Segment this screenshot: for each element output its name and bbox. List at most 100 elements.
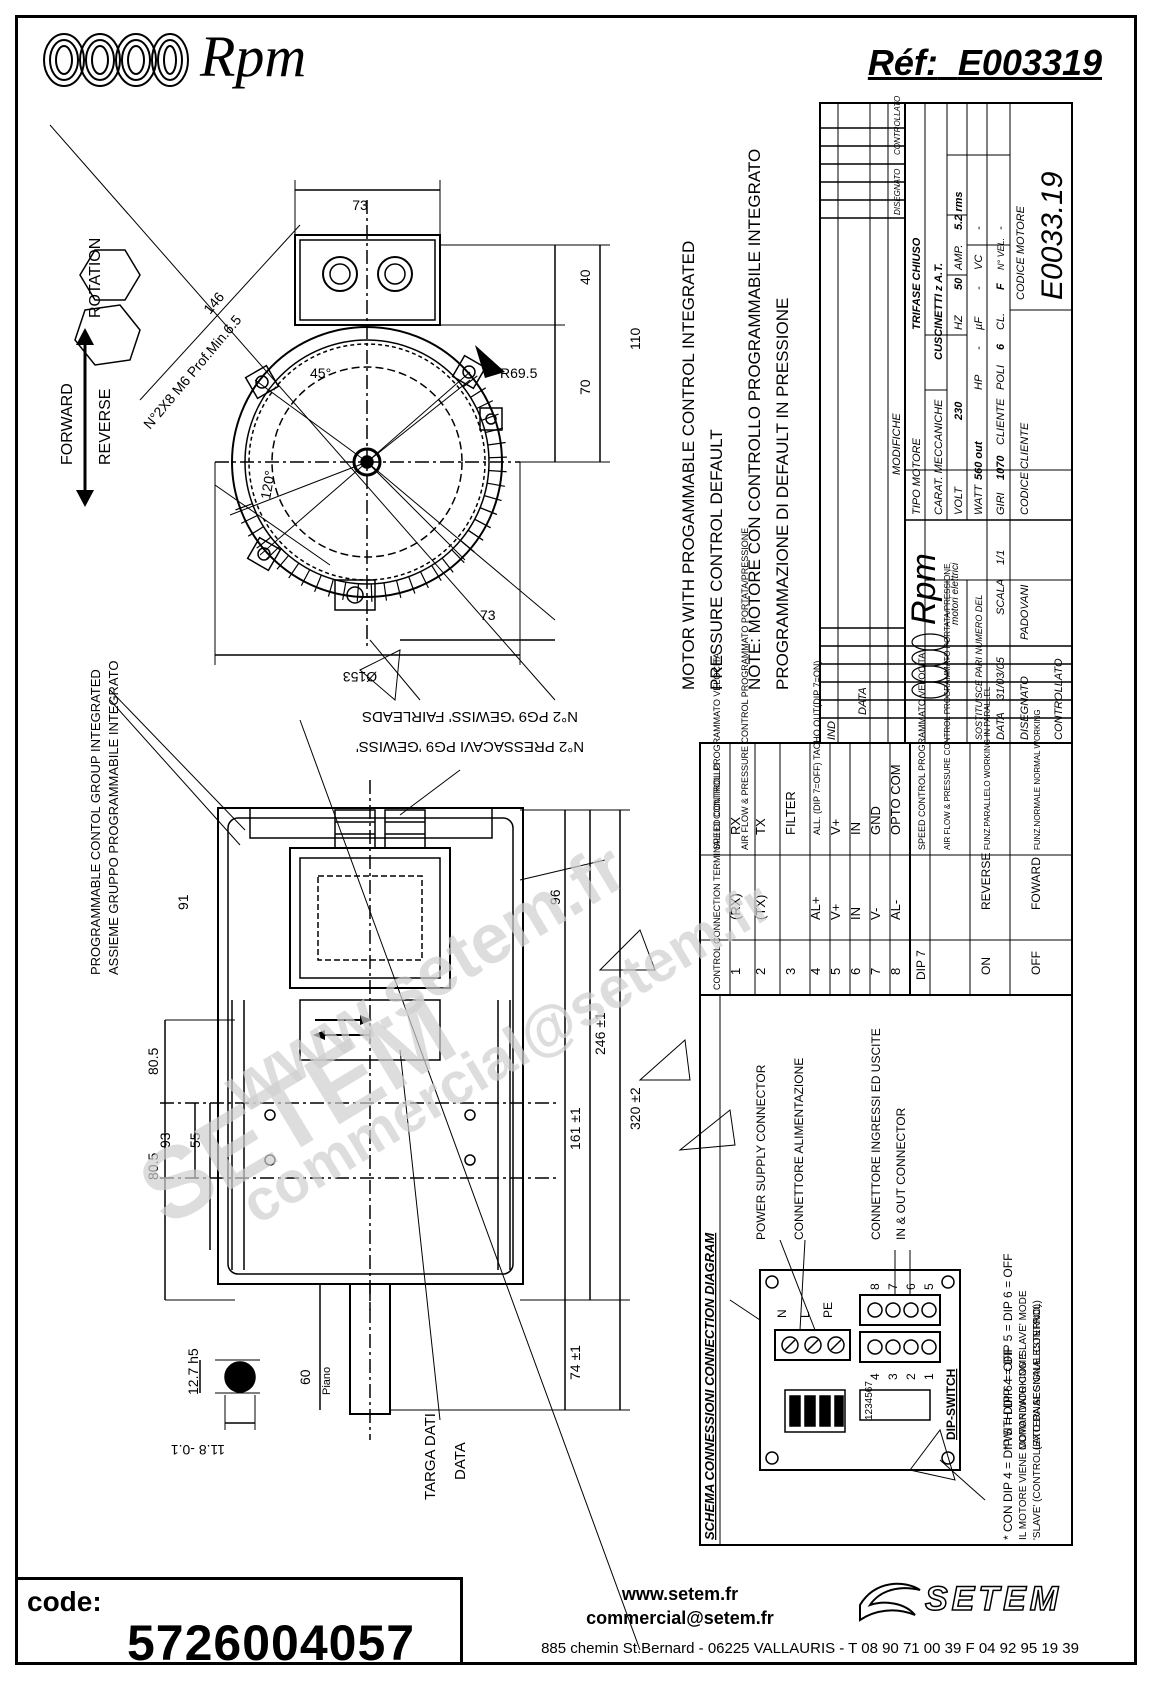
tb-disegnato-header: DISEGNATO [893, 169, 902, 215]
website-link[interactable]: www.setem.fr [621, 1584, 739, 1604]
cooling-fin [474, 518, 491, 529]
cooling-fin [487, 441, 506, 446]
connection-diagram [678, 994, 1073, 1546]
cooling-fin [265, 546, 280, 560]
tb-ind: IND [826, 721, 838, 740]
tb-carat-value: CUSCINETTI z A.T. [933, 263, 945, 360]
address: 885 chemin St.Bernard - 06225 VALLAURIS … [541, 1640, 1079, 1657]
code-label: code: [27, 1586, 102, 1617]
terminal-speed-value: AL+ [808, 897, 823, 921]
reference: Réf: E003319 [868, 42, 1102, 84]
note-it-2: PROGRAMMAZIONE DI DEFAULT IN PRESSIONE [773, 298, 792, 690]
cooling-fin [467, 529, 484, 541]
cooling-fin [370, 583, 373, 602]
control-group-en: PROGRAMMABLE CONTOL GROUP INTEGRATED [88, 669, 103, 975]
cd-l-label: L [798, 1311, 812, 1318]
cooling-fin [408, 576, 416, 594]
tb-tipo-motore-value: TRIFASE CHIUSO [911, 237, 923, 330]
cd-note-con-1: * CON DIP 4 = DIP 5 = DIP 6 = OFF [1001, 1348, 1015, 1540]
dip-on-air: FUNZ.PARALLELO WORKING IN PARALLEL [983, 686, 992, 850]
terminal-number: 8 [888, 968, 903, 975]
terminal-speed-value: AL- [888, 900, 903, 920]
cable-glands-en: N°2 PG9 'GEWISS' FAIRLEADS [362, 708, 578, 725]
tb-vc-value: - [973, 226, 985, 230]
dim-11-8: 11.8 -0.1 [171, 1442, 225, 1458]
cd-io-it: CONNETTORE INGRESSI ED USCITE [869, 1028, 883, 1240]
dim-246: 246 ±1 [592, 1012, 608, 1055]
tb-poli-value: 6 [995, 343, 1007, 350]
pin-label-bottom: 3 [886, 1373, 900, 1380]
dim-piano: Piano [321, 1367, 333, 1395]
email-link[interactable]: commercial@setem.fr [586, 1608, 774, 1628]
cooling-fin [488, 456, 507, 459]
cd-title: SCHEMA CONNESSIONI CONNECTION DIAGRAM [702, 1232, 717, 1540]
control-group-it: ASSIEME GRUPPO PROGRAMMABILE INTEGRATO [106, 661, 121, 975]
tt-header-terminals: CONTROL CONNECTION TERMINALI DI CONTROLL… [712, 763, 722, 990]
tb-watt-label: WATT [973, 484, 985, 515]
terminal-air-value: TX [753, 818, 768, 835]
tb-giri-label: GIRI [995, 492, 1007, 515]
tb-disegnato-label: DISEGNATO [1019, 676, 1031, 740]
tb-logo-sub: motori elettrici [950, 562, 961, 625]
terminal-number: 1 [728, 968, 743, 975]
cd-power-it: CONNETTORE ALIMENTAZIONE [792, 1058, 806, 1240]
reference-value: E003319 [957, 42, 1102, 83]
tb-data-label: DATA [995, 712, 1007, 740]
cooling-fin [476, 400, 494, 410]
rotation-label: ROTATION [87, 238, 104, 318]
tb-vc-label: VC [973, 255, 985, 270]
reverse-label: REVERSE [97, 389, 114, 465]
tb-hz-value: 50 [953, 277, 965, 290]
cooling-fin [327, 579, 334, 597]
terminal-speed-value: V+ [828, 904, 843, 920]
cooling-fin [481, 413, 499, 421]
pin-label-top: 5 [922, 1283, 936, 1290]
cooling-fin [431, 565, 442, 582]
rotation-polygon-icon [74, 304, 141, 366]
rpm-coil-logo-icon [43, 33, 189, 87]
dip-on-speed: REVERSE [979, 853, 993, 910]
tb-codice-motore-value: E0033.19 [1036, 171, 1069, 300]
data-plate-it: TARGA DATI [422, 1413, 439, 1500]
tb-scala-value: 1/1 [995, 550, 1007, 565]
side-view-motor [109, 689, 691, 1651]
terminal-table [699, 742, 1073, 996]
tb-volt-label: VOLT [953, 486, 965, 515]
dim-161: 161 ±1 [567, 1107, 583, 1150]
dim-80-5-a: 80.5 [145, 1048, 161, 1075]
tb-uf-value: - [973, 286, 985, 290]
dip-off-speed: FOWARD [1029, 857, 1043, 910]
terminal-number: 6 [848, 968, 863, 975]
cd-note-with-3: (EXTERNAL SIGNAL CONTROL) [1032, 1300, 1043, 1450]
dim-55: 55 [187, 1132, 203, 1148]
tb-giri-value: 1070 [995, 455, 1007, 480]
dim-93: 93 [157, 1132, 173, 1148]
cooling-fin [487, 482, 505, 487]
dip-off-label: OFF [1029, 951, 1043, 975]
tb-amp-value: 5.2 rms [953, 191, 965, 230]
cooling-fin [395, 580, 402, 598]
terminal-speed-value: IN [848, 907, 863, 920]
tb-poli-label: POLI [995, 365, 1007, 390]
pin-label-top: 7 [886, 1283, 900, 1290]
pin-label-bottom: 4 [868, 1373, 882, 1380]
brand-name: Rpm [200, 24, 307, 89]
sheet-frame [15, 15, 1137, 1665]
contact-block: www.setem.fr commercial@setem.fr [560, 1582, 800, 1630]
cooling-fin [288, 562, 300, 579]
tb-hz-label: HZ [953, 314, 965, 330]
tb-sostituisce: SOSTITUISCE PARI NUMERO DEL [974, 595, 984, 740]
tb-cl-label: CL. [995, 313, 1007, 330]
tb-carat-label: CARAT. MECCANICHE [933, 399, 945, 515]
terminal-air-value: FILTER [783, 791, 798, 835]
tb-watt-value: 560 out [973, 440, 985, 480]
angle-120: 120° [257, 469, 278, 500]
note-en-1: MOTOR WITH PROGAMMABLE CONTROL INTEGRATE… [679, 241, 698, 690]
terminal-air-value: ALL. (DIP 7=OFF) TACHO OUT(DIP 7=ON) [812, 661, 822, 835]
tb-cl-value: F [995, 283, 1007, 290]
forward-arrow-icon [76, 328, 94, 345]
note-it-1: NOTE: MOTORE CON CONTROLLO PROGRAMMABILE… [745, 149, 764, 690]
dim-diameter-153: Ø153 [343, 669, 377, 685]
tb-data-value: 31/03/05 [995, 656, 1007, 700]
